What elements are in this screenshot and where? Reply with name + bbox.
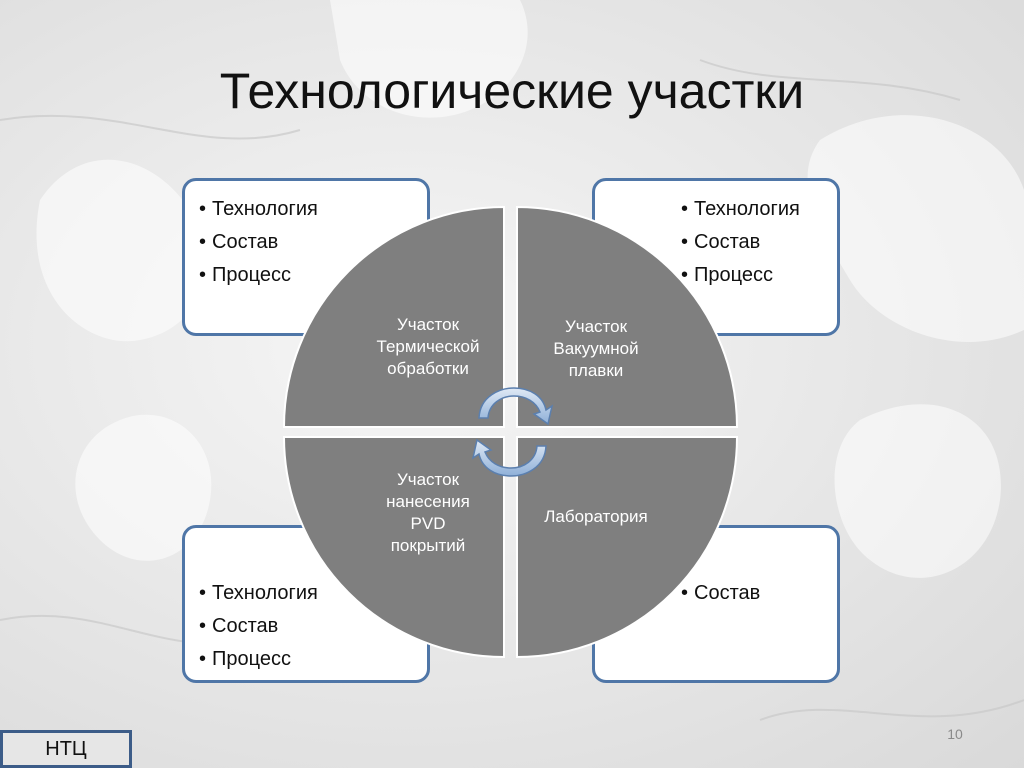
footer-label: НТЦ xyxy=(0,730,132,768)
slide-title: Технологические участки xyxy=(219,63,805,119)
quadrant-bottom-left xyxy=(282,436,505,659)
quadrant-label-laboratory: Лаборатория xyxy=(544,507,648,526)
quadrant-bottom-right xyxy=(516,436,739,659)
bullet-item: Состав xyxy=(199,610,318,643)
bullet-list: Технология Состав Процесс xyxy=(199,193,318,292)
quadrant-label-pvd: Участок нанесения PVD покрытий xyxy=(386,470,470,555)
bullet-item: Состав xyxy=(199,226,318,259)
quadrant-label-thermal: Участок Термической обработки xyxy=(376,315,480,378)
bullet-item: Состав xyxy=(681,226,800,259)
bullet-item: Технология xyxy=(199,577,318,610)
bullet-list: Состав xyxy=(681,577,760,610)
cycle-arrows-icon xyxy=(471,387,554,477)
bullet-item: Процесс xyxy=(681,259,800,292)
quadrant-top-left xyxy=(282,205,505,428)
bullet-item: Технология xyxy=(681,193,800,226)
quadrant-label-vacuum: Участок Вакуумной плавки xyxy=(553,317,639,380)
quadrant-top-right xyxy=(516,205,739,428)
bullet-list: Технология Состав Процесс xyxy=(681,193,800,292)
bullet-item: Процесс xyxy=(199,643,318,676)
bullet-list: Технология Состав Процесс xyxy=(199,577,318,676)
slide-number: 10 xyxy=(947,726,963,742)
bullet-item: Состав xyxy=(681,577,760,610)
bullet-item: Процесс xyxy=(199,259,318,292)
bullet-item: Технология xyxy=(199,193,318,226)
